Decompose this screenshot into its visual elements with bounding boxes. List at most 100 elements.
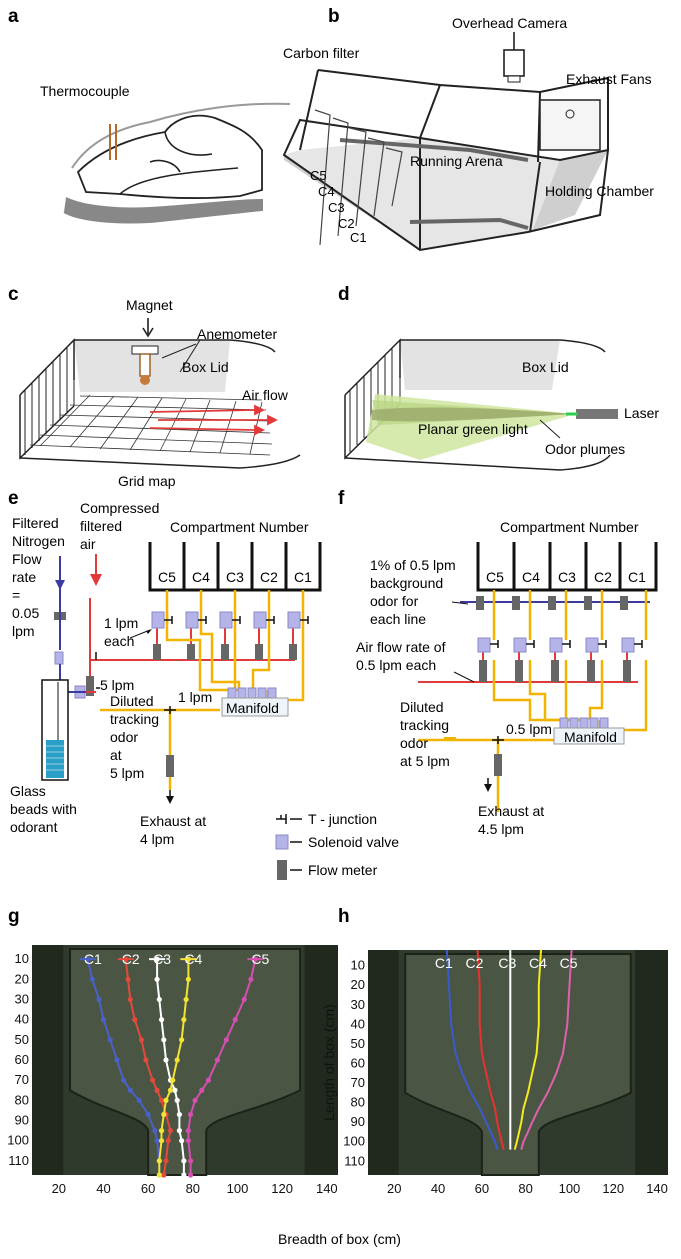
f-c4: C4 [522,569,540,585]
data-point [185,976,191,982]
data-point [143,1057,149,1063]
f-diluted-1: Diluted [400,699,444,715]
y-tick-label: 30 [351,997,365,1012]
f-bg-2: background [370,575,443,591]
y-tick-label: 100 [7,1133,29,1148]
data-point [163,1057,169,1063]
e-5lpm: 5 lpm [100,677,134,693]
data-point [199,1087,205,1093]
data-point [150,1077,156,1083]
data-point [176,1111,183,1118]
f-airflow-2: 0.5 lpm each [356,657,436,673]
y-tick-label: 70 [15,1072,29,1087]
series-line-c5 [520,949,573,1150]
data-point [214,1057,220,1063]
carbon-filter-label: Carbon filter [283,45,360,61]
series-line-c1 [445,949,499,1150]
e-nitrogen-1: Filtered [12,515,59,531]
x-tick-label: 20 [52,1181,66,1196]
x-tick-label: 20 [387,1181,401,1196]
e-c5: C5 [158,569,176,585]
data-point [156,1158,162,1164]
b-c1: C1 [350,230,367,245]
data-point [179,1037,185,1043]
data-point [167,1128,174,1134]
e-1lpm-each-2: each [104,633,134,649]
odor-plumes-label: Odor plumes [545,441,625,457]
series-line-c2 [476,949,505,1150]
data-point [114,1057,120,1063]
data-point [156,1172,162,1178]
data-point [185,1128,191,1134]
data-point [179,1138,185,1144]
b-c3: C3 [328,200,345,215]
mouse-head-diagram [63,102,291,224]
legend-flow-meter: Flow meter [308,862,378,878]
x-tick-label: 100 [559,1181,581,1196]
arena-diagram [282,32,610,252]
x-tick-label: 40 [96,1181,110,1196]
data-point [205,1077,212,1083]
data-point [107,1037,113,1043]
data-point [156,996,162,1003]
f-c2: C2 [594,569,612,585]
x-tick-label: 80 [186,1181,200,1196]
e-diluted-4: at [110,747,122,763]
f-exhaust-2: 4.5 lpm [478,821,524,837]
e-c1: C1 [294,569,312,585]
y-tick-label: 90 [351,1114,365,1129]
b-c5: C5 [310,168,327,183]
x-tick-label: 60 [141,1181,155,1196]
e-manifold: Manifold [226,700,279,716]
f-c5: C5 [486,569,504,585]
arena-left-wall [368,950,399,1175]
f-bg-1: 1% of 0.5 lpm [370,557,456,573]
data-point [176,1128,183,1134]
y-tick-label: 110 [344,1153,365,1168]
data-point [154,1138,160,1144]
y-tick-label: 110 [8,1153,29,1168]
x-tick-label: 60 [475,1181,489,1196]
data-point [167,1087,174,1093]
data-point [232,1017,238,1023]
e-nitrogen-4: rate [12,569,36,585]
exhaust-fans-label: Exhaust Fans [566,71,652,87]
f-c1: C1 [628,569,646,585]
data-point [127,1087,133,1093]
magnet-label: Magnet [126,297,173,313]
series-label-c1: C1 [435,955,453,971]
e-nitrogen-2: Nitrogen [12,533,65,549]
x-tick-label: 80 [518,1181,532,1196]
e-exhaust-2: 4 lpm [140,831,174,847]
data-point [174,1057,180,1063]
data-point [185,1138,191,1144]
data-point [138,1037,145,1043]
f-diluted-2: tracking [400,717,449,733]
panel-e-letter: e [8,488,19,509]
e-c4: C4 [192,569,210,585]
x-tick-label: 140 [316,1181,338,1196]
panel-b-letter: b [328,6,340,27]
f-bg-4: each line [370,611,426,627]
y-tick-label: 10 [15,951,29,966]
e-c2: C2 [260,569,278,585]
data-point [152,1128,158,1134]
data-point [174,1097,180,1103]
arena-right-wall [304,945,338,1175]
data-point [163,1097,169,1103]
y-tick-label: 40 [351,1016,365,1031]
x-tick-label: 140 [646,1181,668,1196]
f-diluted-4: at 5 lpm [400,753,450,769]
series-label-c4: C4 [529,955,547,971]
data-point [183,996,189,1003]
data-point [158,1017,165,1023]
e-glass-2: beads with [10,801,77,817]
arena-outline [404,953,632,1176]
y-tick-label: 100 [343,1134,365,1149]
x-axis-label: Breadth of box (cm) [278,1231,401,1247]
data-point [145,1111,151,1118]
panel-h-letter: h [338,906,350,927]
f-compartment-number: Compartment Number [500,519,639,535]
f-bg-3: odor for [370,593,419,609]
e-compressed-2: filtered [80,518,122,534]
